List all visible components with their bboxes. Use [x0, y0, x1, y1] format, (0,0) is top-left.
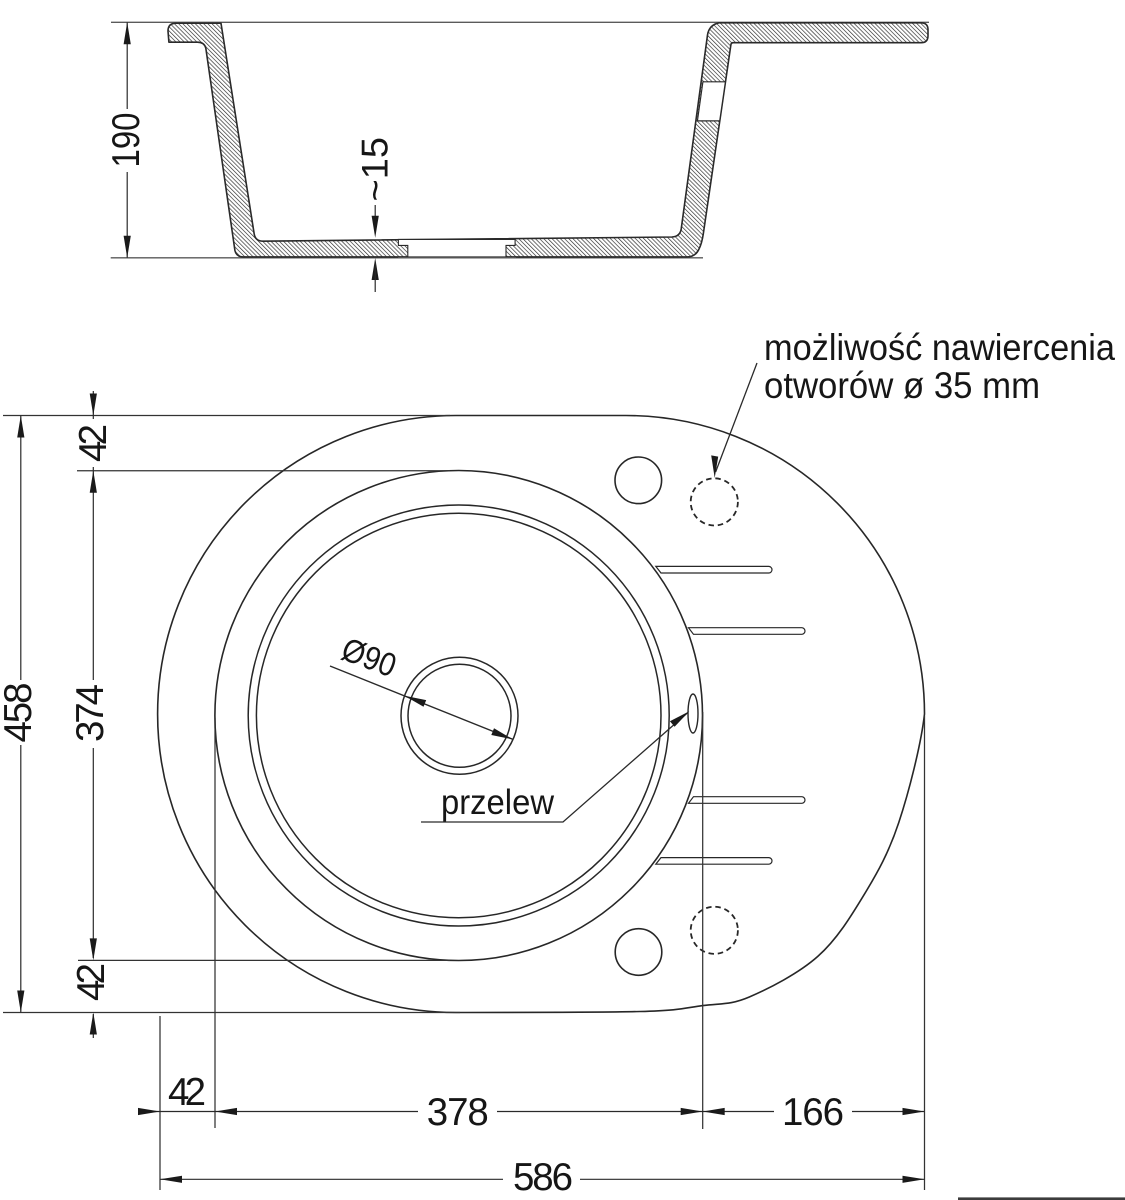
svg-text:przelew: przelew — [441, 783, 555, 822]
svg-text:~15: ~15 — [355, 137, 396, 202]
svg-text:374: 374 — [69, 684, 112, 742]
svg-text:otworów ø 35 mm: otworów ø 35 mm — [764, 365, 1040, 406]
svg-text:42: 42 — [168, 1071, 206, 1114]
svg-text:586: 586 — [513, 1156, 573, 1199]
svg-text:458: 458 — [0, 683, 40, 743]
svg-text:42: 42 — [70, 963, 113, 1001]
svg-text:42: 42 — [72, 424, 115, 462]
svg-text:możliwość nawiercenia: możliwość nawiercenia — [764, 327, 1115, 368]
svg-text:378: 378 — [427, 1091, 489, 1134]
svg-text:190: 190 — [105, 113, 148, 168]
svg-text:166: 166 — [782, 1091, 844, 1134]
